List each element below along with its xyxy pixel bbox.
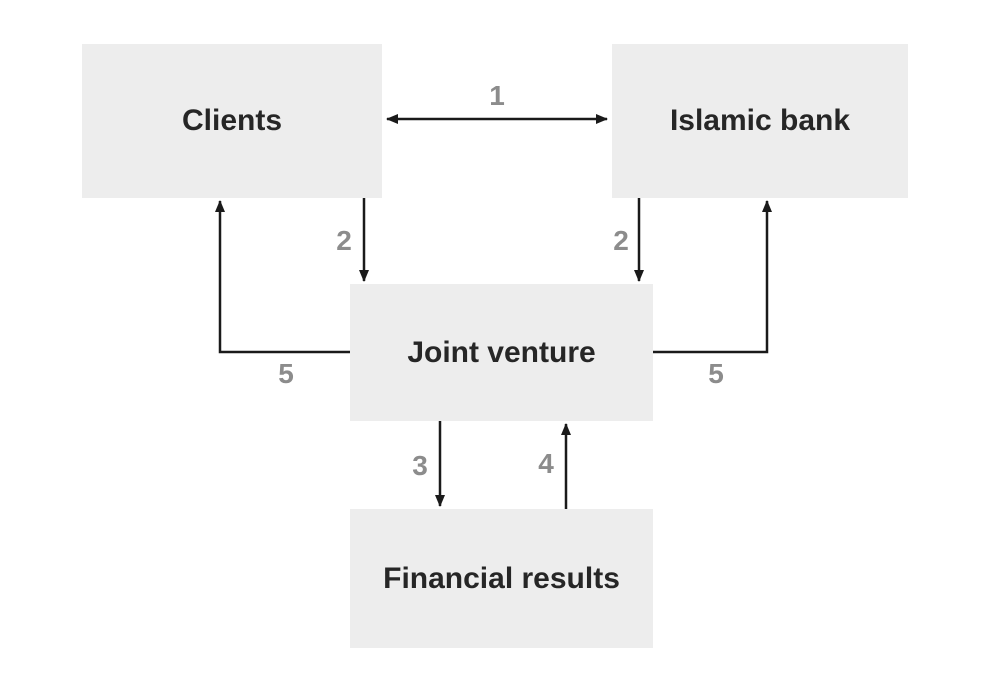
node-joint-venture: Joint venture <box>350 284 653 421</box>
node-clients-label: Clients <box>181 104 283 137</box>
node-financial-results-label: Financial results <box>383 561 620 595</box>
node-islamic-bank: Islamic bank <box>612 44 908 198</box>
arrow-joint-venture-clients <box>215 200 350 354</box>
edge-label-5-right: 5 <box>708 358 724 389</box>
arrow-joint-venture-islamic-bank <box>653 200 772 354</box>
node-clients: Clients <box>82 44 382 198</box>
edge-label-3: 3 <box>412 450 428 481</box>
edge-label-4: 4 <box>538 448 554 479</box>
edge-label-2-right: 2 <box>613 225 629 256</box>
node-islamic-bank-label: Islamic bank <box>669 104 851 137</box>
edge-label-5-left: 5 <box>278 358 294 389</box>
node-joint-venture-label: Joint venture <box>407 335 596 369</box>
node-financial-results: Financial results <box>350 509 653 648</box>
edge-label-1: 1 <box>489 80 505 111</box>
edge-label-2-left: 2 <box>336 225 352 256</box>
